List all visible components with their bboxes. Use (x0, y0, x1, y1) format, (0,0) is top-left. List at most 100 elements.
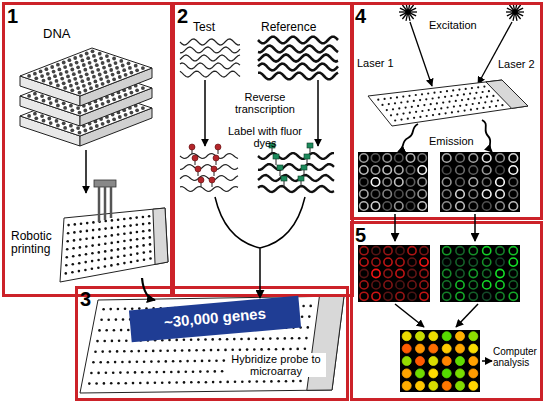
array-spot (456, 332, 465, 341)
spot (122, 68, 126, 72)
flow-arrow (474, 214, 476, 241)
array-spot (418, 154, 426, 162)
array-spot (496, 258, 504, 266)
spot (123, 247, 126, 250)
spot (76, 86, 80, 90)
spot (384, 98, 386, 100)
array-spot (406, 166, 414, 174)
spot (62, 81, 66, 85)
spot (469, 93, 471, 95)
array-spot (496, 178, 505, 187)
spot (92, 361, 95, 364)
spot (78, 111, 82, 115)
array-spot (482, 166, 491, 175)
spot (83, 68, 87, 72)
array-spot (372, 258, 380, 266)
spot (248, 380, 251, 383)
spot (55, 119, 59, 123)
array-spot (443, 258, 451, 266)
spot (467, 98, 469, 100)
spot (190, 381, 193, 384)
spot (78, 254, 81, 257)
strand (180, 187, 238, 192)
spot (134, 371, 137, 374)
spot (452, 89, 454, 91)
laser-ray (513, 14, 514, 20)
step-panel: 1DNARobotic printing (2, 2, 173, 297)
spot (142, 244, 145, 247)
spot (106, 59, 110, 63)
printing-pin (110, 187, 113, 218)
spot (118, 115, 122, 119)
flow-arrow (394, 214, 396, 241)
array-spot (371, 154, 379, 162)
laser-ray (410, 14, 414, 19)
array-spot (429, 344, 438, 353)
spot (56, 84, 60, 88)
step-label: Reverse transcription (215, 91, 315, 115)
spot (117, 255, 120, 258)
spot (411, 106, 413, 108)
spot (62, 101, 66, 105)
array-spot (360, 178, 368, 186)
spot (40, 74, 44, 78)
array-spot (429, 332, 438, 341)
array-spot (418, 202, 426, 210)
spot (104, 235, 107, 238)
spot (488, 90, 490, 92)
spot (88, 382, 91, 385)
spot (110, 249, 113, 252)
printing-pin (104, 187, 107, 220)
spot (472, 103, 474, 105)
spot (98, 73, 102, 77)
spot (407, 118, 409, 120)
spot (112, 117, 116, 121)
spot (56, 104, 60, 108)
spot (70, 108, 74, 112)
spot (457, 110, 459, 112)
spot (34, 76, 38, 80)
step-label: Laser 2 (498, 58, 535, 70)
spot (432, 114, 434, 116)
spot (91, 260, 94, 263)
spot (101, 82, 105, 86)
spot (150, 360, 153, 363)
spot (111, 219, 114, 222)
spot (394, 102, 396, 104)
step-panel: 4ExcitationLaser 1Laser 2Emission (350, 2, 543, 220)
spot (117, 241, 120, 244)
array-spot (496, 247, 504, 255)
array-spot (384, 269, 392, 277)
spot (86, 56, 90, 60)
spot (105, 372, 108, 375)
spot (205, 381, 208, 384)
array-spot (371, 202, 379, 210)
spot (27, 74, 31, 78)
strand (258, 164, 334, 170)
strand (258, 64, 338, 71)
array-spot (509, 292, 517, 300)
array-spot (371, 190, 379, 198)
array-spot (442, 357, 451, 366)
spot (63, 65, 67, 69)
spot (72, 255, 75, 258)
spot (99, 56, 103, 60)
spot (117, 218, 120, 221)
emission-arrow (398, 124, 418, 152)
spot (106, 80, 110, 84)
spot (89, 126, 93, 130)
spot (111, 73, 115, 77)
spot (241, 380, 244, 383)
step-label: Laser 1 (357, 57, 394, 69)
step-label: Hybridize probe to microarray (226, 353, 326, 377)
array-spot (442, 178, 451, 187)
spot (392, 108, 394, 110)
array-spot (360, 292, 368, 300)
spot (434, 108, 436, 110)
spot (111, 340, 114, 343)
spot (117, 71, 121, 75)
spot (62, 61, 66, 65)
spot (142, 230, 145, 233)
strand (180, 39, 240, 45)
spot (203, 349, 206, 352)
